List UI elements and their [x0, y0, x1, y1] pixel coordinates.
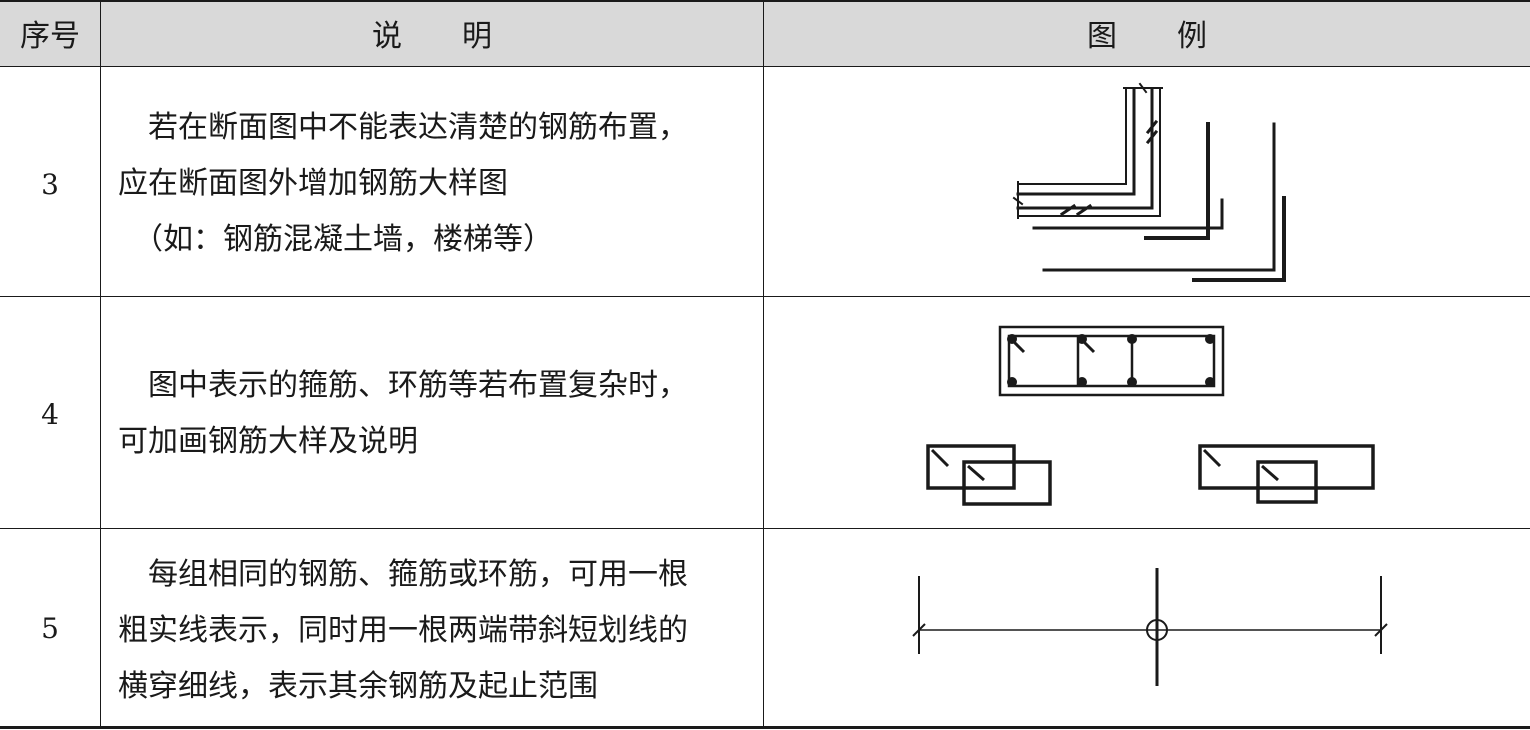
row-rule — [0, 296, 1530, 297]
row-seq: 3 — [41, 168, 59, 201]
row-description: 若在断面图中不能表达清楚的钢筋布置， 应在断面图外增加钢筋大样图 （如：钢筋混凝… — [118, 100, 758, 268]
description-line: 粗实线表示，同时用一根两端带斜短划线的 — [118, 613, 688, 648]
description-line: 横穿细线，表示其余钢筋及起止范围 — [118, 669, 598, 704]
rebar-group-figure — [912, 568, 1388, 686]
description-line: （如：钢筋混凝土墙，楼梯等） — [118, 222, 553, 257]
row-rule — [0, 528, 1530, 529]
description-line: 每组相同的钢筋、箍筋或环筋，可用一根 — [118, 557, 688, 592]
table-header-bg — [0, 0, 1530, 66]
header-seq: 序号 — [20, 19, 80, 54]
row-description: 每组相同的钢筋、箍筋或环筋，可用一根 粗实线表示，同时用一根两端带斜短划线的 横… — [118, 547, 758, 715]
row-seq: 5 — [41, 612, 59, 645]
description-line: 应在断面图外增加钢筋大样图 — [118, 166, 508, 201]
column-rule — [763, 0, 764, 728]
description-line: 可加画钢筋大样及说明 — [118, 424, 418, 459]
header-description: 说 明 — [372, 19, 492, 54]
stirrup-figure — [926, 325, 1375, 506]
header-figure: 图 例 — [1087, 19, 1207, 54]
row-seq: 4 — [41, 398, 59, 431]
column-rule — [100, 0, 101, 728]
table-bottom-rule — [0, 726, 1530, 729]
row-description: 图中表示的箍筋、环筋等若布置复杂时， 可加画钢筋大样及说明 — [118, 358, 758, 470]
wall-stair-rebar-figure — [1012, 82, 1286, 282]
header-rule — [0, 66, 1530, 67]
table-top-rule — [0, 0, 1530, 2]
description-line: 图中表示的箍筋、环筋等若布置复杂时， — [118, 368, 688, 403]
description-line: 若在断面图中不能表达清楚的钢筋布置， — [118, 110, 688, 145]
